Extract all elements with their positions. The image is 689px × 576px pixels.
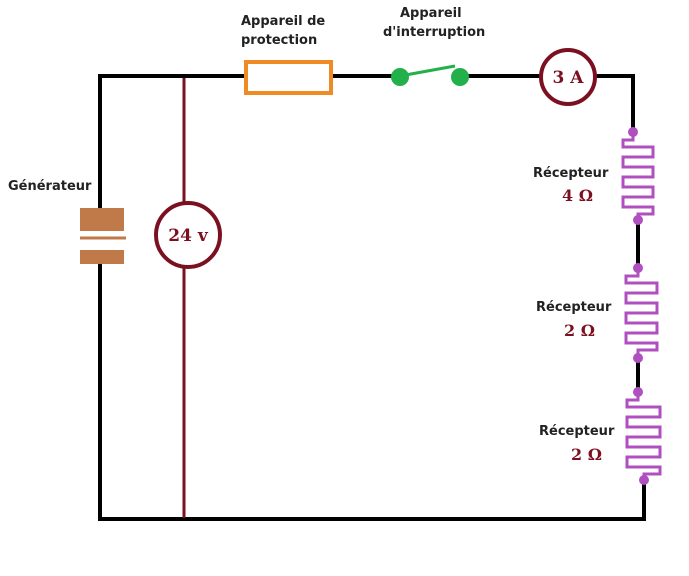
ammeter-circle <box>539 48 597 106</box>
ammeter-reading: 3 A <box>553 68 585 88</box>
receiver-2-label: Récepteur <box>536 300 612 315</box>
circuit-wires <box>98 74 646 521</box>
fuse-icon <box>244 60 333 95</box>
battery-icon <box>80 208 126 264</box>
receiver-2-value: 2 Ω <box>564 321 595 340</box>
protection-label-line1: Appareil de <box>241 14 325 29</box>
resistor-icon <box>621 127 655 225</box>
receiver-1-label: Récepteur <box>533 166 609 181</box>
switch-icon[interactable] <box>391 64 469 86</box>
voltmeter: 24 v <box>154 201 222 269</box>
switch-label-line1: Appareil <box>400 6 462 21</box>
generator-label: Générateur <box>8 179 92 194</box>
switch-label-line2: d'interruption <box>383 25 485 40</box>
ammeter: 3 A <box>539 48 597 106</box>
resistor-icon <box>624 263 659 363</box>
voltmeter-reading: 24 v <box>168 226 209 246</box>
protection-label-line2: protection <box>241 33 317 48</box>
receiver-3-value: 2 Ω <box>571 445 602 464</box>
receiver-3-label: Récepteur <box>539 424 615 439</box>
receiver-1-value: 4 Ω <box>562 186 593 205</box>
voltmeter-circle <box>154 201 222 269</box>
resistor-icon <box>625 387 662 485</box>
